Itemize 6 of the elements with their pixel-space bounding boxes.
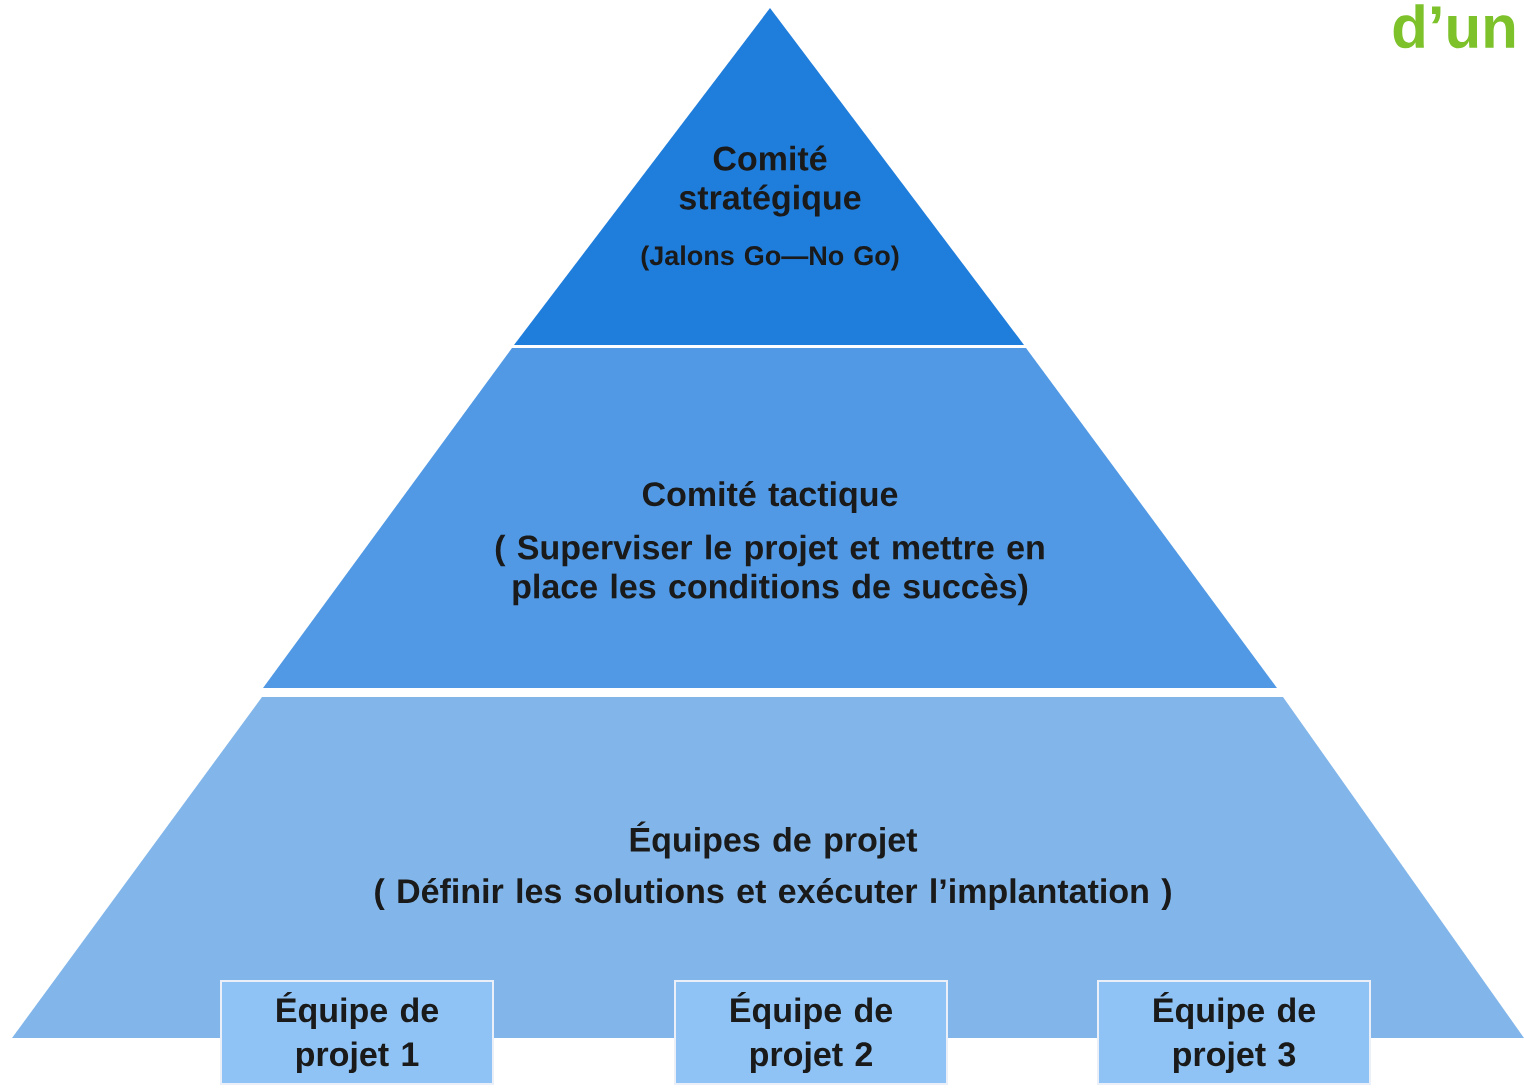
heading-fragment: d’un — [1393, 4, 1515, 49]
pyramid-tier: Comité tactique ( Superviser le projet et mettre en place les conditions de succès) — [263, 348, 1277, 688]
team-box: Équipe de projet 3 — [1097, 980, 1371, 1085]
team-box: Équipe de projet 1 — [220, 980, 494, 1085]
pyramid-tier: Comité stratégique (Jalons Go—No Go) — [514, 8, 1024, 345]
team-box: Équipe de projet 2 — [674, 980, 948, 1085]
